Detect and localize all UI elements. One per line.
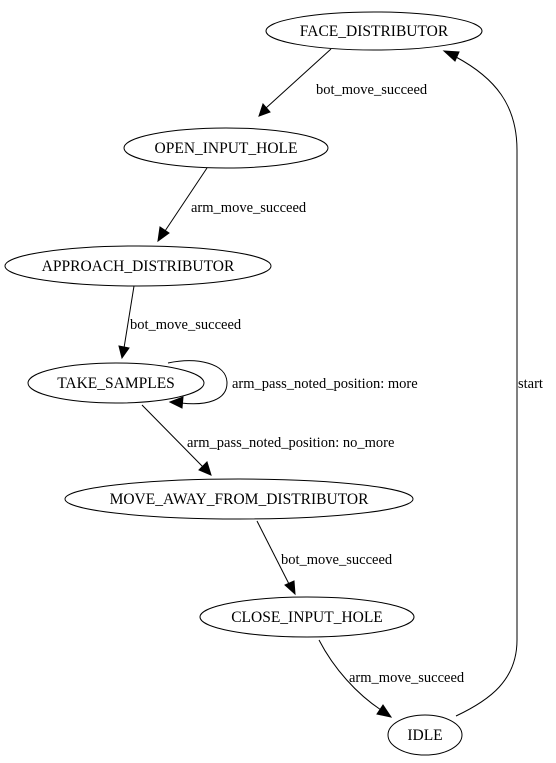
edge-label-start: start	[518, 376, 543, 392]
node-move-away-from-distributor: MOVE_AWAY_FROM_DISTRIBUTOR	[64, 478, 414, 520]
node-label-approach-distributor: APPROACH_DISTRIBUTOR	[42, 258, 235, 275]
edge-label-bot-move-succeed-2: bot_move_succeed	[130, 317, 242, 333]
node-close-input-hole: CLOSE_INPUT_HOLE	[199, 596, 415, 638]
edge-open-input-hole-to-approach-distributor	[157, 167, 208, 243]
edge-take-samples-to-move-away-from-distributor	[141, 404, 212, 476]
edge-label-arm-move-succeed-2: arm_move_succeed	[349, 670, 465, 686]
node-label-take-samples: TAKE_SAMPLES	[57, 375, 175, 392]
edge-idle-to-face-distributor	[442, 50, 518, 717]
node-label-open-input-hole: OPEN_INPUT_HOLE	[155, 140, 298, 157]
edge-take-samples-self-loop	[167, 360, 228, 409]
edge-label-bot-move-succeed-3: bot_move_succeed	[281, 552, 393, 568]
node-label-face-distributor: FACE_DISTRIBUTOR	[300, 23, 449, 40]
node-approach-distributor: APPROACH_DISTRIBUTOR	[4, 245, 272, 287]
edge-label-bot-move-succeed-1: bot_move_succeed	[316, 82, 428, 98]
edge-close-input-hole-to-idle	[318, 639, 393, 718]
edge-label-arm-pass-noted-position-more: arm_pass_noted_position: more	[232, 376, 418, 392]
edge-approach-distributor-to-take-samples	[118, 285, 135, 360]
edge-face-distributor-to-open-input-hole	[258, 48, 332, 117]
node-open-input-hole: OPEN_INPUT_HOLE	[123, 127, 329, 169]
node-idle: IDLE	[387, 714, 463, 756]
node-label-move-away-from-distributor: MOVE_AWAY_FROM_DISTRIBUTOR	[110, 491, 370, 508]
edge-label-arm-move-succeed-1: arm_move_succeed	[191, 200, 307, 216]
node-face-distributor: FACE_DISTRIBUTOR	[265, 11, 483, 51]
edge-move-away-from-distributor-to-close-input-hole	[256, 520, 296, 596]
edge-label-arm-pass-noted-position-no-more: arm_pass_noted_position: no_more	[187, 435, 394, 451]
node-label-close-input-hole: CLOSE_INPUT_HOLE	[231, 609, 383, 626]
node-take-samples: TAKE_SAMPLES	[27, 362, 205, 404]
node-label-idle: IDLE	[407, 727, 442, 744]
